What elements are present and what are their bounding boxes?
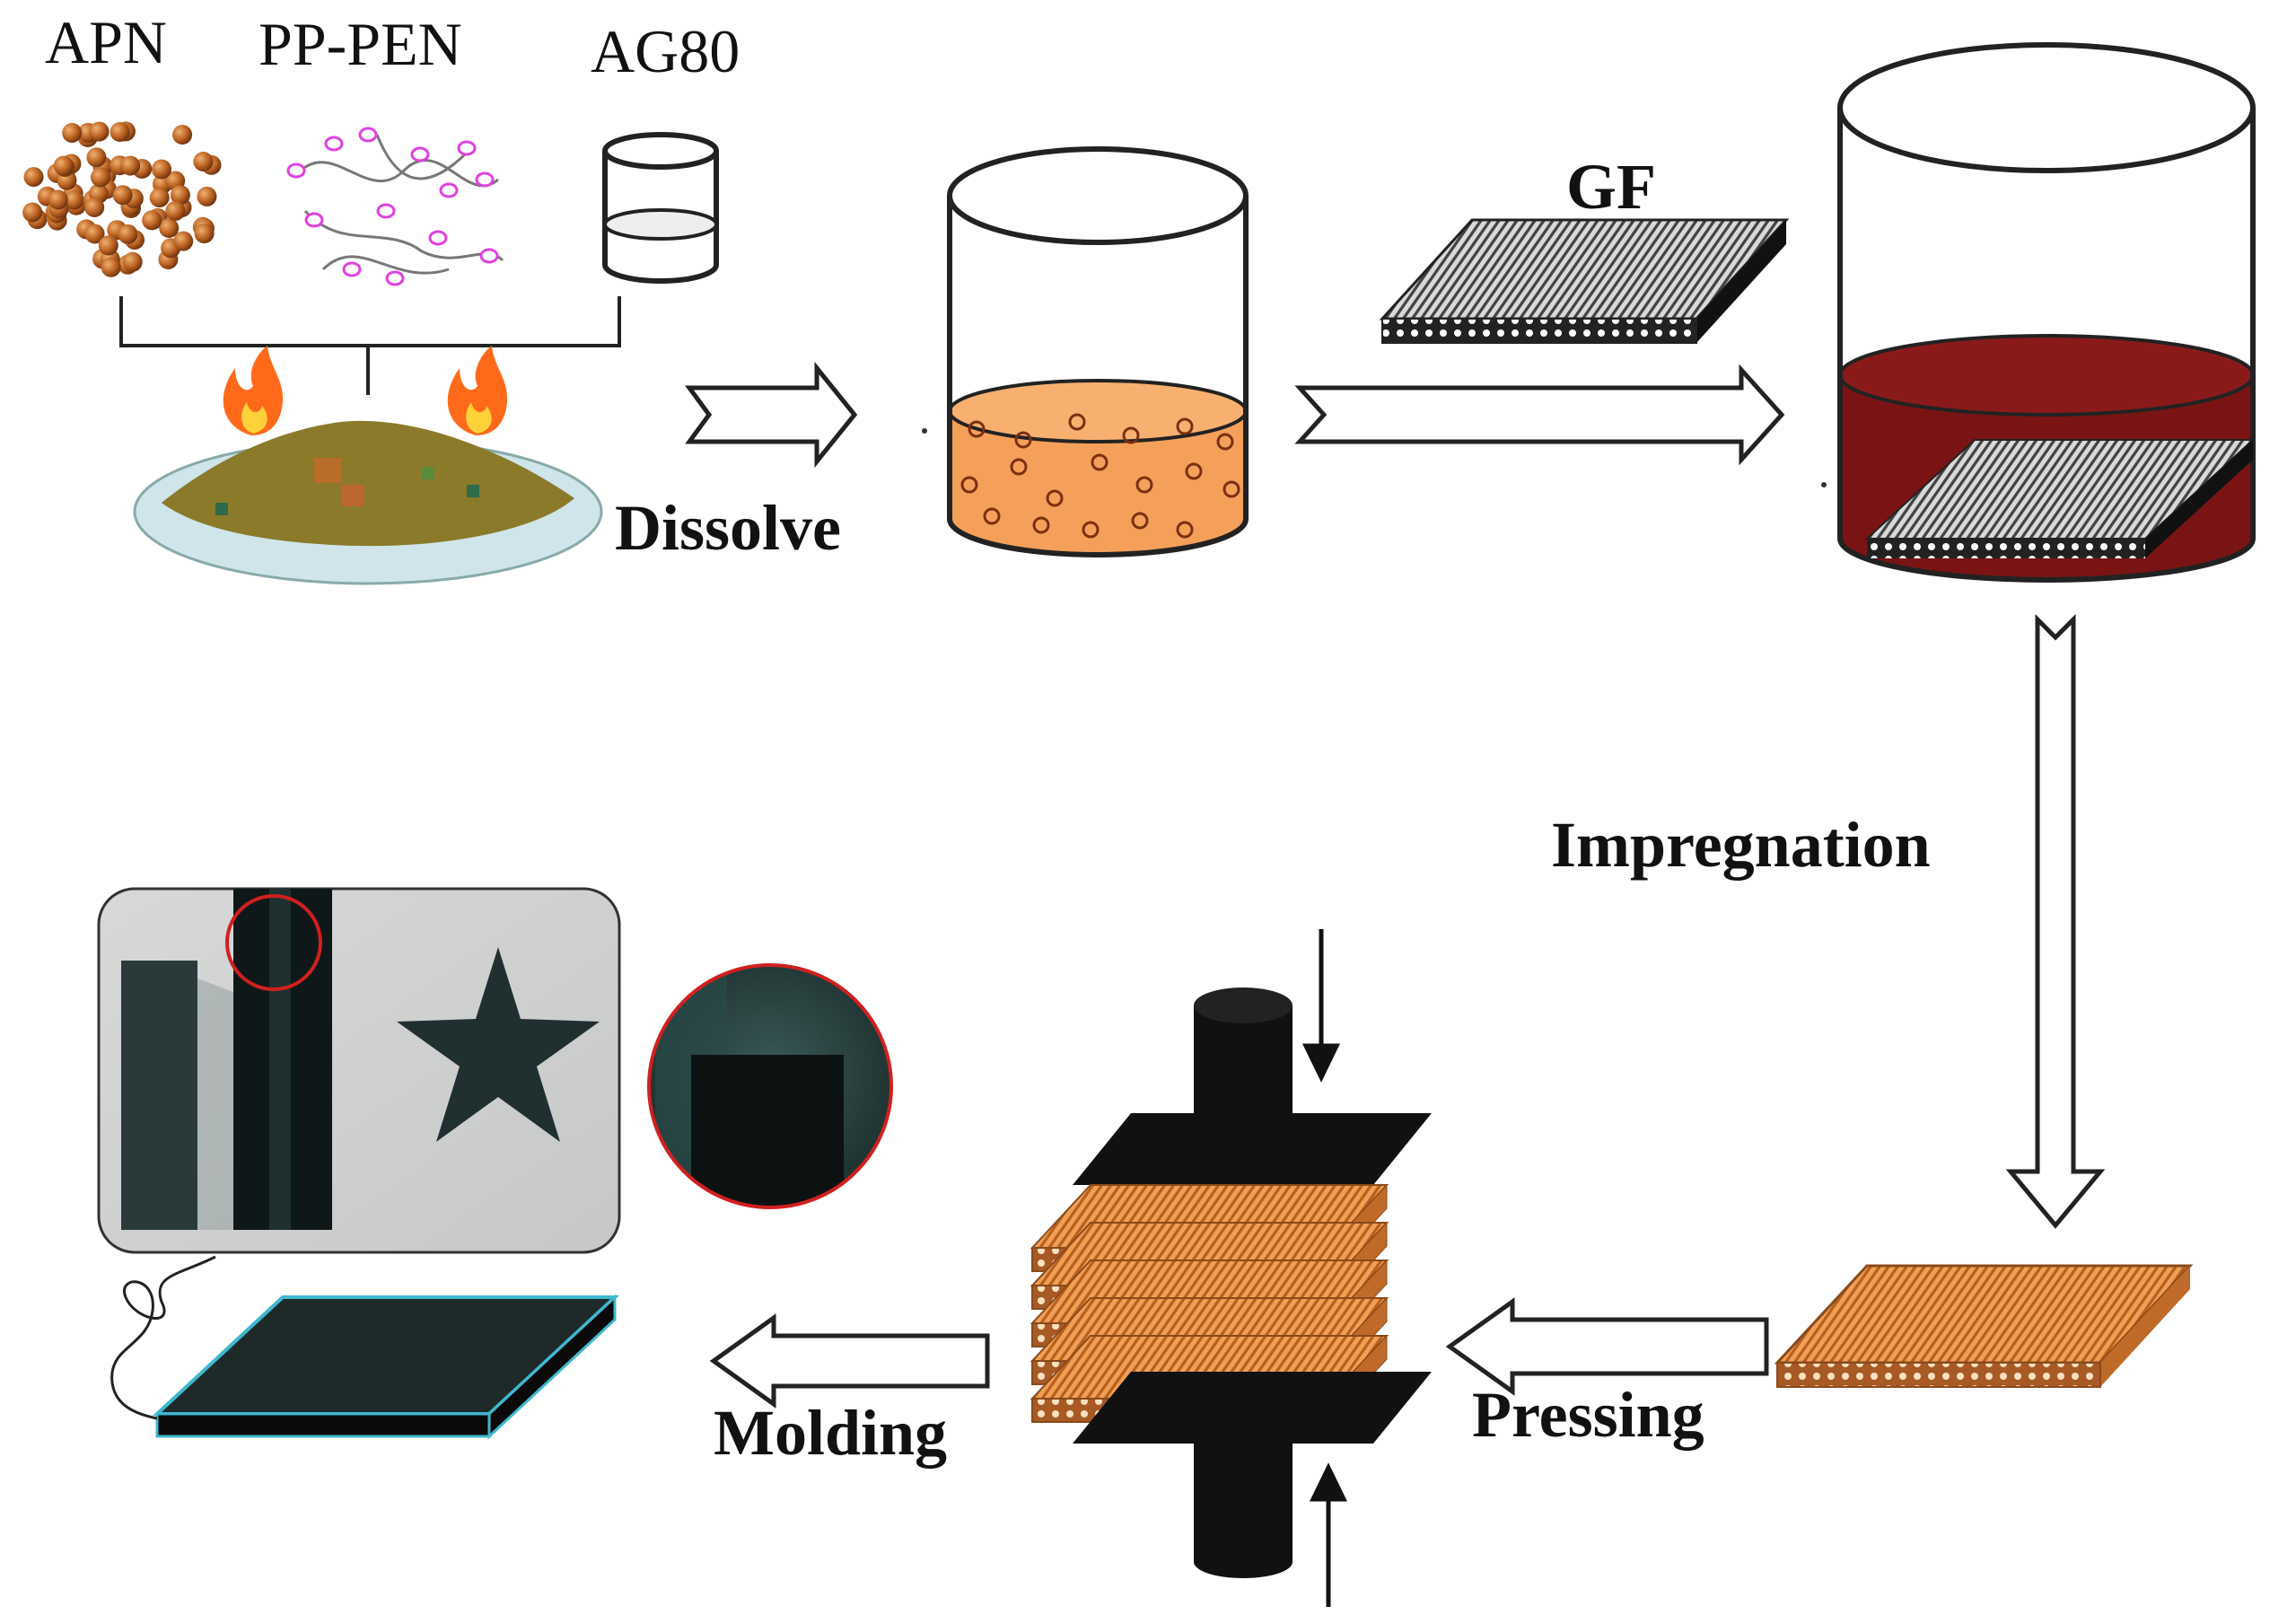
stray-dot (1821, 482, 1827, 487)
solution-bubble (1176, 521, 1194, 539)
apn-particle (62, 123, 83, 143)
apn-particle (48, 189, 68, 210)
flame-icon (223, 346, 284, 435)
apn-particle (173, 231, 194, 251)
apn-particle (53, 155, 74, 176)
pp-pen-label: PP-PEN (259, 10, 462, 78)
apn-particle (194, 224, 215, 244)
apn-particle (98, 235, 118, 256)
apn-particle (112, 185, 133, 206)
apn-particle (152, 159, 171, 180)
molding-arrow (709, 1313, 990, 1409)
powder-dish-icon (133, 420, 603, 585)
combine-bracket (119, 296, 621, 395)
solution-bubble (1185, 462, 1203, 480)
molding-label: Molding (714, 1397, 947, 1469)
apn-particle (86, 147, 107, 168)
solution-bubble (960, 476, 978, 494)
solution-bubble (1010, 458, 1028, 476)
apn-particle (22, 202, 43, 223)
apn-particle (64, 189, 84, 210)
zoom-detail-icon (647, 963, 893, 1209)
molded-products-photo (97, 887, 621, 1254)
resin-beaker-icon (1837, 42, 2256, 583)
dissolve-label: Dissolve (615, 492, 841, 564)
solution-bubble (1122, 426, 1140, 444)
apn-particle (165, 200, 186, 221)
zoom-region-marker (225, 894, 322, 991)
flame-icon (447, 346, 508, 435)
apn-particle (172, 125, 193, 145)
apn-label: APN (45, 8, 167, 76)
solution-bubble (968, 420, 986, 438)
apn-particle (91, 167, 110, 188)
press-force-arrow-down (1302, 929, 1340, 1083)
glass-fiber-sheet-icon (1379, 218, 1790, 344)
solution-beaker-icon (947, 146, 1249, 557)
apn-particle (23, 167, 44, 188)
pressing-arrow (1445, 1297, 1769, 1396)
solution-bubble (1222, 480, 1240, 498)
solution-bubble (1131, 512, 1149, 530)
solution-bubble (1032, 516, 1050, 534)
apn-particle (122, 251, 143, 272)
solution-bubble (1014, 431, 1032, 449)
apn-particle (170, 185, 190, 206)
apn-particle (118, 224, 138, 244)
apn-particle (120, 155, 141, 176)
apn-particle (149, 188, 170, 208)
apn-particle (142, 210, 162, 231)
apn-particle (110, 122, 130, 142)
solution-bubble (1216, 433, 1234, 451)
impregnation-label: Impregnation (1551, 809, 1931, 881)
impregnation-arrow (2005, 613, 2106, 1229)
solution-bubble (1091, 453, 1109, 471)
prepreg-sheet-icon (1774, 1264, 2194, 1388)
apn-particle (84, 224, 105, 244)
connector-line (110, 1255, 216, 1420)
apn-particle (101, 257, 121, 277)
gf-label: GF (1566, 151, 1656, 223)
composite-plate-icon (152, 1294, 620, 1440)
apn-particle (84, 197, 105, 217)
stray-dot (922, 428, 927, 434)
solution-bubble (1068, 413, 1086, 431)
pressing-label: Pressing (1472, 1379, 1704, 1451)
add-fiber-arrow (1294, 364, 1785, 466)
pp-pen-polymer-icon (286, 127, 504, 286)
apn-particle (89, 121, 110, 142)
solution-bubble (1135, 476, 1153, 494)
solution-bubble (1082, 521, 1100, 539)
dissolve-arrow (685, 361, 858, 469)
hot-press-icon (1030, 987, 1432, 1578)
solution-bubble (983, 507, 1001, 525)
apn-particle (197, 186, 217, 206)
apn-particle (193, 152, 214, 171)
press-force-arrow-up (1310, 1462, 1347, 1607)
apn-particle (159, 218, 180, 238)
apn-particles-icon (22, 121, 222, 277)
ag80-label: AG80 (591, 17, 740, 85)
solution-bubble (1176, 417, 1194, 435)
solution-bubble (1046, 489, 1064, 507)
ag80-beaker-icon (602, 132, 719, 284)
